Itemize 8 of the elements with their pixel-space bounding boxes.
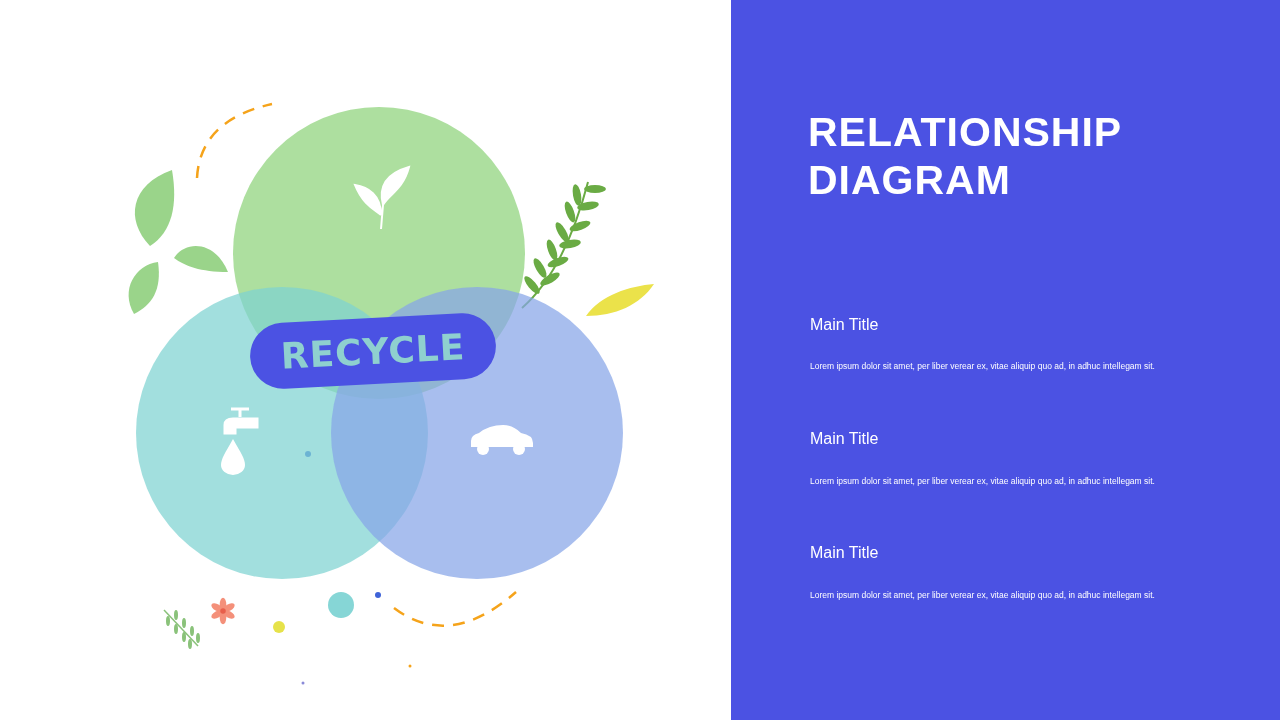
section-heading: Main Title	[810, 316, 879, 334]
body-text: Lorem ipsum dolor sit amet, per liber verear ex, vitae aliquip quo ad, in adhuc intellegam sit.	[810, 475, 1155, 486]
section-heading: Main Title	[810, 544, 879, 562]
page-title: RELATIONSHIP DIAGRAM	[808, 108, 1123, 204]
banner-title: RECYCLE	[279, 325, 467, 377]
body-text: Lorem ipsum dolor sit amet, per liber verear ex, vitae aliquip quo ad, in adhuc intellegam sit.	[810, 590, 1155, 600]
body-text: Lorem ipsum dolor sit amet, per liber verear ex, vitae aliquip quo ad, in adhuc intellegam sit.	[810, 361, 1155, 371]
section-heading: Main Title	[810, 430, 879, 448]
